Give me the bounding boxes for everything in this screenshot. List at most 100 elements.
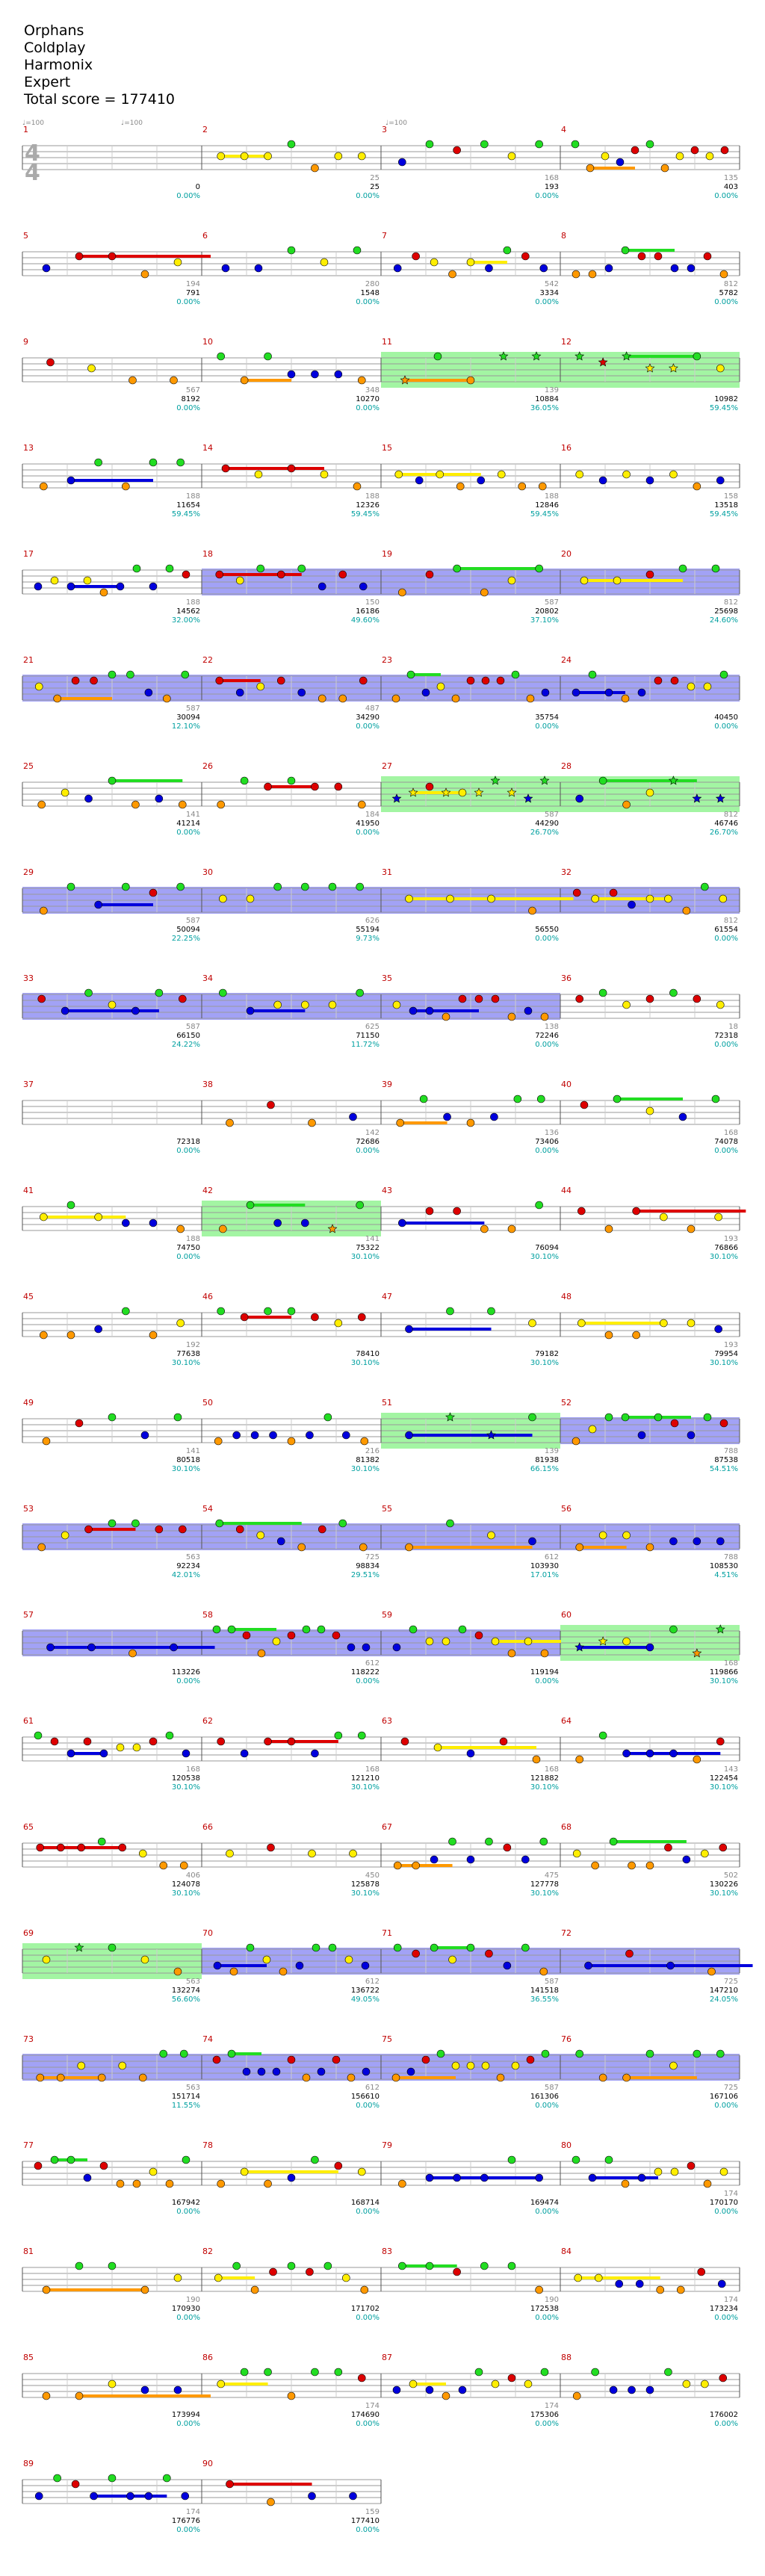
measure-number: 59 (382, 1610, 392, 1620)
note-gem (297, 564, 306, 573)
note-gem (42, 2391, 51, 2400)
overdrive-percent: 59.45% (172, 510, 200, 518)
base-score: 193 (724, 1235, 738, 1243)
note-gem (609, 888, 618, 897)
tempo-marker: ♩=100 (22, 120, 44, 127)
note-gem (182, 1749, 191, 1758)
measure-number: 16 (561, 443, 572, 453)
note-gem (719, 894, 728, 903)
note-gem (332, 2055, 341, 2064)
note-gem (272, 1637, 281, 1646)
cumulative-score: 119194 (530, 1668, 559, 1676)
note-gem (446, 1307, 454, 1316)
note-gem (77, 2061, 86, 2070)
measure-number: 61 (23, 1716, 34, 1726)
note-gem (678, 1112, 687, 1121)
base-score: 587 (186, 1023, 200, 1031)
measure-number: 66 (202, 1822, 213, 1832)
measure-number: 23 (382, 655, 392, 665)
note-gem (338, 570, 347, 579)
cumulative-score: 124078 (172, 1880, 200, 1889)
note-gem (591, 1861, 599, 1870)
measure-number: 60 (561, 1610, 572, 1620)
cumulative-score: 113226 (172, 1668, 200, 1676)
note-gem (250, 1431, 259, 1440)
sustain-bar (43, 1216, 126, 1219)
note-gem (398, 2179, 406, 2188)
note-gem (491, 2380, 500, 2388)
overdrive-percent: 0.00% (535, 1677, 559, 1685)
measure-number: 48 (561, 1292, 572, 1301)
note-gem (654, 1413, 663, 1422)
cumulative-score: 55194 (356, 926, 380, 934)
cumulative-score: 61554 (714, 926, 738, 934)
note-gem (622, 470, 631, 479)
note-gem (654, 252, 663, 261)
note-gem (214, 1437, 223, 1446)
cumulative-score: 147210 (710, 1987, 738, 1995)
note-gem (287, 246, 296, 255)
note-gem (66, 1749, 75, 1758)
time-signature-bottom: 4 (25, 160, 40, 186)
note-gem (99, 1749, 108, 1758)
note-gem (528, 906, 536, 915)
star-note (327, 1224, 338, 1233)
note-gem (687, 1319, 696, 1328)
measure-number: 88 (561, 2353, 572, 2362)
base-score: 139 (545, 1447, 559, 1455)
note-gem (598, 1531, 607, 1540)
note-gem (575, 470, 584, 479)
base-score: 812 (724, 917, 738, 925)
overdrive-percent: 54.51% (710, 1465, 738, 1473)
note-gem (625, 1949, 634, 1958)
measure-number: 89 (23, 2459, 34, 2468)
note-gem (181, 2492, 190, 2501)
note-gem (409, 2380, 418, 2388)
note-gem (430, 258, 439, 267)
measure-number: 80 (561, 2140, 572, 2150)
note-gem (359, 582, 368, 591)
note-gem (687, 1224, 696, 1233)
note-gem (61, 788, 69, 797)
note-gem (53, 694, 61, 703)
base-score: 812 (724, 598, 738, 607)
note-gem (588, 670, 597, 679)
measure-number: 18 (202, 549, 213, 559)
note-gem (466, 1943, 475, 1952)
sustain-bar (219, 1522, 302, 1525)
staff-row: 6540612407830.10%6645012587830.10%674751… (22, 1822, 740, 1898)
note-gem (717, 2279, 726, 2288)
note-gem (628, 2385, 636, 2394)
note-gem (398, 588, 406, 597)
base-score: 725 (724, 2084, 738, 2092)
overdrive-percent: 0.00% (176, 1147, 200, 1155)
cumulative-score: 40450 (714, 713, 738, 722)
note-gem (660, 164, 669, 173)
note-gem (246, 1201, 255, 1210)
note-gem (227, 1625, 236, 1634)
base-score: 150 (365, 598, 380, 607)
sustain-bar (581, 1322, 664, 1325)
measure-number: 58 (202, 1610, 213, 1620)
cumulative-score: 403 (724, 183, 738, 191)
base-score: 141 (186, 1447, 200, 1455)
base-score: 542 (545, 280, 559, 288)
note-gem (34, 2161, 43, 2170)
measure-number: 75 (382, 2034, 392, 2044)
note-gem (311, 782, 319, 791)
note-gem (393, 1943, 402, 1952)
note-gem (318, 1525, 326, 1534)
overdrive-percent: 30.10% (710, 1677, 738, 1685)
note-gem (591, 2368, 599, 2377)
cumulative-score: 77638 (176, 1350, 200, 1358)
staff-row: 851739940.00%861741746900.00%87174175306… (22, 2353, 740, 2428)
base-score: 788 (724, 1447, 738, 1455)
note-gem (334, 2161, 343, 2170)
note-gem (392, 1000, 401, 1009)
note-gem (359, 1543, 368, 1552)
overdrive-percent: 0.00% (176, 298, 200, 306)
sustain-bar (626, 2076, 697, 2079)
note-gem (347, 1643, 356, 1652)
note-gem (539, 1837, 548, 1846)
measure-number: 72 (561, 1928, 572, 1938)
